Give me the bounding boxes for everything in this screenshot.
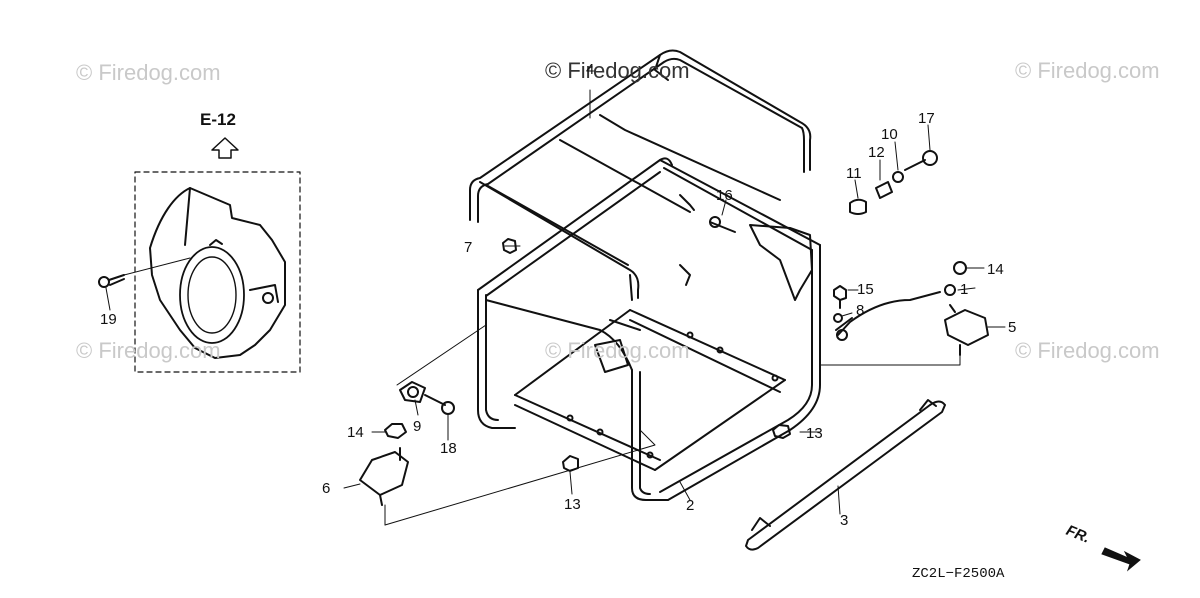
callout-15[interactable]: 15 bbox=[857, 281, 874, 298]
mount-6-drawing bbox=[359, 429, 656, 526]
bar-3-drawing bbox=[745, 399, 946, 551]
callout-11[interactable]: 11 bbox=[846, 165, 862, 182]
callout-17[interactable]: 17 bbox=[918, 110, 935, 127]
fan-cover-drawing bbox=[134, 171, 301, 373]
callout-4[interactable]: 4 bbox=[586, 61, 595, 78]
watermark: © Firedog.com bbox=[1015, 58, 1160, 83]
screw-19-drawing bbox=[98, 257, 191, 288]
callout-18[interactable]: 18 bbox=[440, 440, 457, 457]
callout-14[interactable]: 14 bbox=[987, 261, 1004, 278]
callout-7[interactable]: 7 bbox=[464, 239, 473, 256]
callout-19[interactable]: 19 bbox=[100, 311, 117, 328]
watermark: © Firedog.com bbox=[545, 338, 690, 363]
callout-10[interactable]: 10 bbox=[881, 126, 898, 143]
main-frame-drawing bbox=[477, 157, 821, 501]
handle-frame-drawing bbox=[469, 49, 812, 301]
watermark: © Firedog.com bbox=[76, 338, 221, 363]
callout-8[interactable]: 8 bbox=[856, 302, 865, 319]
callout-2[interactable]: 2 bbox=[686, 497, 695, 514]
callout-13[interactable]: 13 bbox=[806, 425, 823, 442]
callout-6[interactable]: 6 bbox=[322, 480, 331, 497]
callout-1[interactable]: 1 bbox=[960, 281, 969, 298]
front-direction-arrow bbox=[1101, 547, 1141, 572]
callout-14[interactable]: 14 bbox=[347, 424, 364, 441]
watermark: © Firedog.com bbox=[1015, 338, 1160, 363]
callout-13[interactable]: 13 bbox=[564, 496, 581, 513]
diagram-code: ZC2L−F2500A bbox=[912, 566, 1005, 582]
watermark: © Firedog.com bbox=[76, 60, 221, 85]
bolt-set-drawing bbox=[849, 150, 938, 215]
watermark: © Firedog.com bbox=[545, 58, 690, 83]
bracket-16-drawing bbox=[709, 216, 813, 301]
mount-9-screw-18-drawing bbox=[396, 324, 487, 415]
bolt-15-washer-8-drawing bbox=[833, 285, 847, 323]
callout-3[interactable]: 3 bbox=[840, 512, 849, 529]
callout-5[interactable]: 5 bbox=[1008, 319, 1017, 336]
callout-12[interactable]: 12 bbox=[868, 144, 885, 161]
reference-label: E-12 bbox=[200, 110, 236, 129]
callout-16[interactable]: 16 bbox=[716, 187, 733, 204]
callout-9[interactable]: 9 bbox=[413, 418, 422, 435]
mount-5-drawing bbox=[944, 304, 989, 356]
